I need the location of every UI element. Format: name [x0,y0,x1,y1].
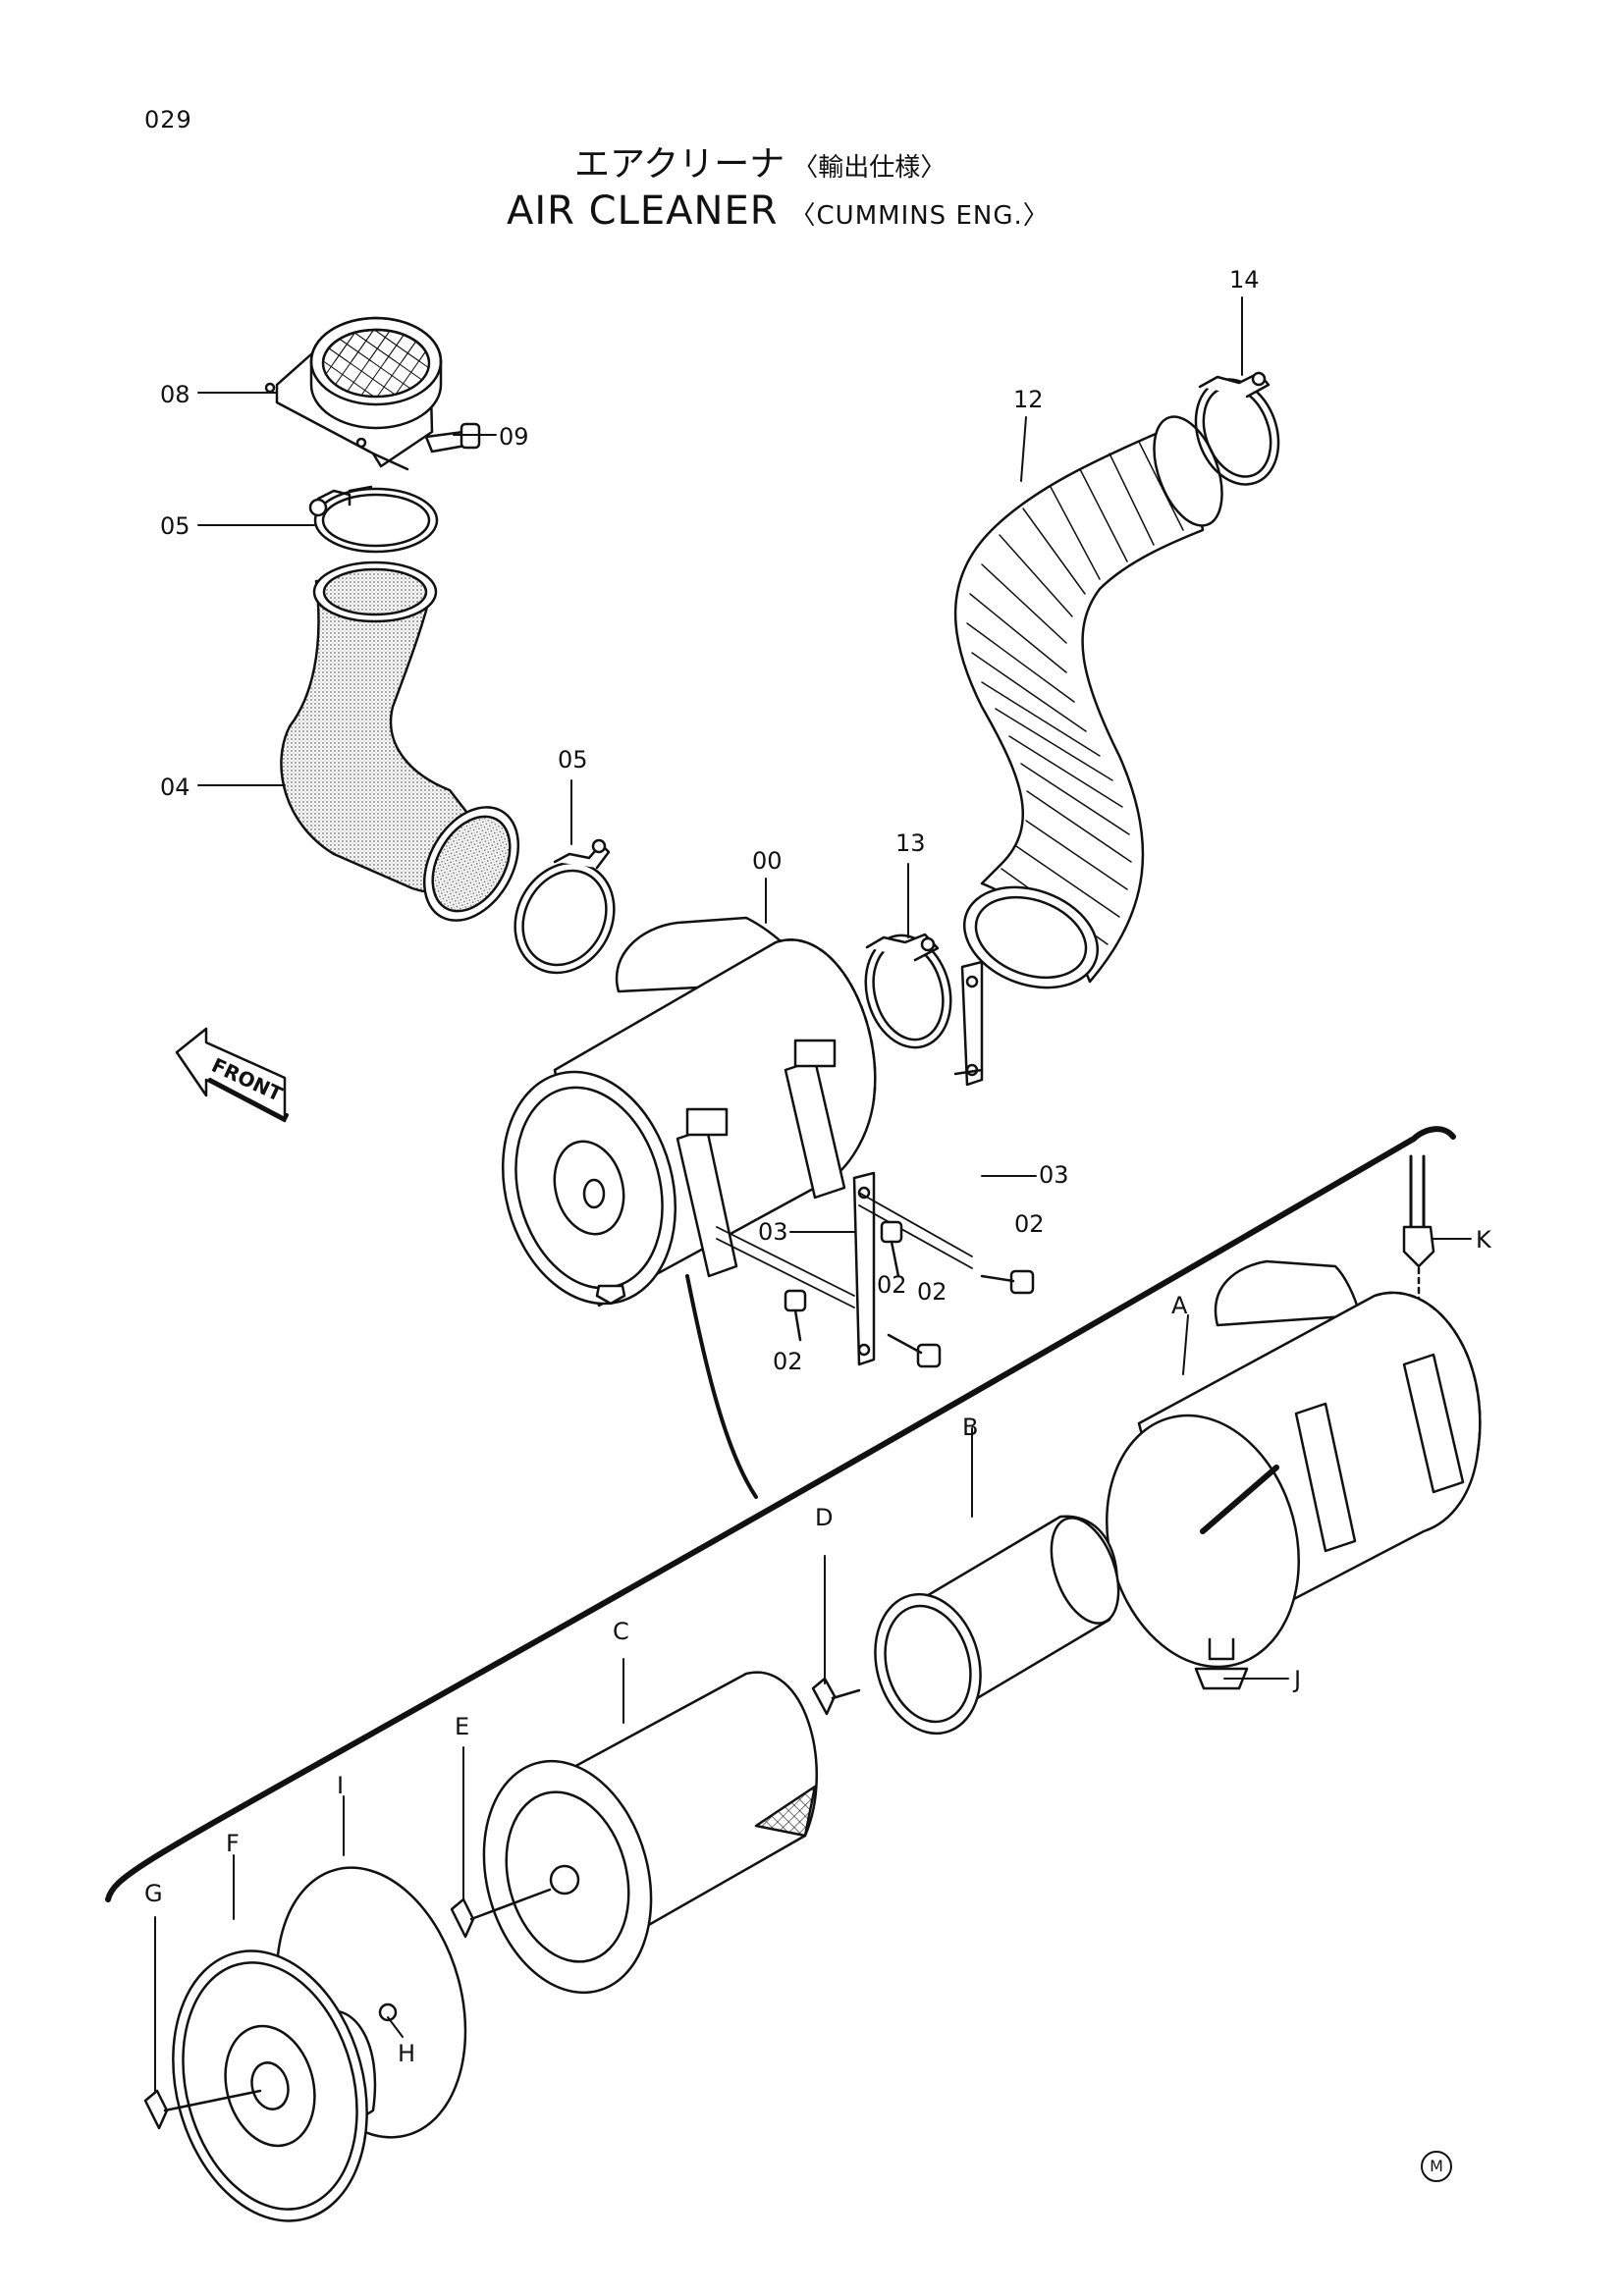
page-number: 029 [144,106,192,133]
callout-02-right: 02 [1014,1210,1045,1238]
leader-lines [154,296,1472,2092]
hose-clamp-13 [864,933,952,1049]
mounting-bracket-03a [953,960,984,1087]
callout-K: K [1476,1226,1491,1254]
callout-03-right: 03 [1039,1161,1069,1189]
manufacturer-mark: M [1421,2151,1452,2182]
callout-02-left: 02 [773,1348,803,1375]
bracket-links [716,1192,973,1308]
intake-screen-part [264,316,443,471]
title-japanese: エアクリーナ〈輸出仕様〉 [574,135,946,187]
hose-clamp-upper [308,485,439,554]
flexible-hose [953,415,1223,989]
title-en-main: AIR CLEANER [507,188,779,234]
callout-08: 08 [160,381,190,408]
callout-03-left: 03 [758,1218,788,1246]
detail-divider-line [105,1126,1456,1902]
title-jp-main: エアクリーナ [574,144,785,185]
title-jp-subtitle: 〈輸出仕様〉 [792,153,947,183]
callout-05-upper: 05 [160,512,190,540]
bolts-02 [784,1220,1035,1368]
callout-F: F [226,1830,240,1857]
callout-05-lower: 05 [558,746,588,774]
callout-J: J [1294,1666,1302,1693]
mounting-bracket-03b [852,1171,876,1366]
front-direction-arrow: FRONT [175,1027,289,1123]
callout-14: 14 [1229,266,1260,294]
wing-nut-G [143,2089,262,2130]
bolt-09 [424,422,481,454]
callout-12: 12 [1013,386,1044,413]
callout-H: H [398,2040,416,2067]
outer-element-C [482,1671,818,1995]
callout-13: 13 [895,829,926,857]
callout-B: B [962,1414,979,1441]
wing-nut-D [811,1677,861,1716]
callout-A: A [1171,1292,1188,1319]
callout-02-mid2: 02 [917,1278,947,1306]
callout-C: C [613,1618,629,1645]
callout-02-mid1: 02 [877,1271,907,1299]
hose-clamp-lower [514,838,616,975]
indicator-sensor [1402,1154,1435,1327]
hose-clamp-14 [1194,371,1280,486]
callout-G: G [144,1880,163,1907]
callout-D: D [815,1504,834,1531]
housing-A [1106,1259,1482,1690]
cover-F [172,1949,377,2222]
wing-nut-E [450,1888,552,1939]
callout-00: 00 [752,847,783,875]
inner-element-B [874,1515,1120,1735]
callout-09: 09 [499,423,529,451]
title-english: AIR CLEANER 〈CUMMINS ENG.〉 [507,188,1050,234]
callout-E: E [455,1713,470,1740]
air-cleaner-assembly [501,916,877,1308]
callout-I: I [337,1772,345,1799]
elbow-hose [280,561,520,922]
title-en-subtitle: 〈CUMMINS ENG.〉 [789,201,1050,231]
callout-04: 04 [160,774,190,801]
